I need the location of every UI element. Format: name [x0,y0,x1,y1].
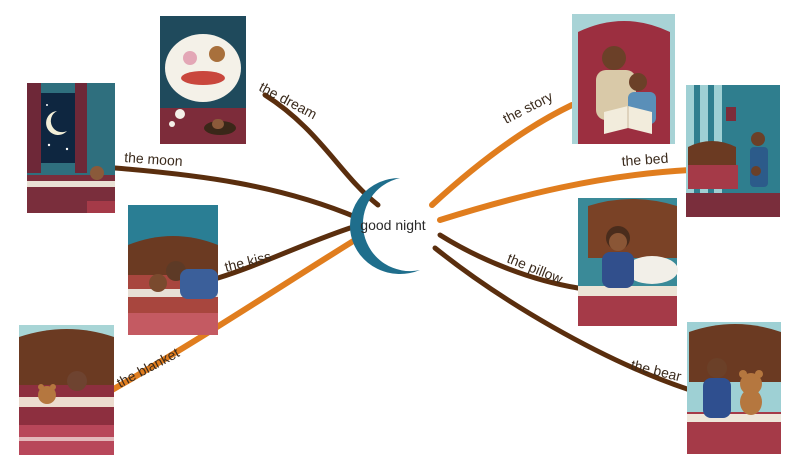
branches [109,92,693,393]
label-pillow: the pillow [505,250,566,287]
story-illustration [572,14,675,144]
branch-pillow [437,232,581,291]
center-node: good night [350,178,426,274]
center-label: good night [360,217,426,233]
branch-dream [262,92,381,208]
pillow-illustration [578,198,678,326]
branch-story [429,102,575,208]
dream-illustration [160,16,246,144]
label-blanket: the blanket [114,344,182,390]
label-moon: the moon [124,149,183,169]
blanket-illustration [19,325,114,455]
branch-bed [437,167,693,223]
label-dream: the dream [257,79,320,123]
kiss-illustration [128,205,218,335]
bear-illustration [687,322,781,454]
label-bed: the bed [621,150,669,169]
branch-moon [112,165,361,221]
crescent-moon-icon [350,178,420,274]
branch-kiss [215,225,353,281]
bed-illustration [686,85,780,217]
branch-bear [432,245,693,393]
moon-illustration [27,83,115,213]
label-kiss: the kiss [223,248,273,275]
branch-blanket [109,237,358,393]
